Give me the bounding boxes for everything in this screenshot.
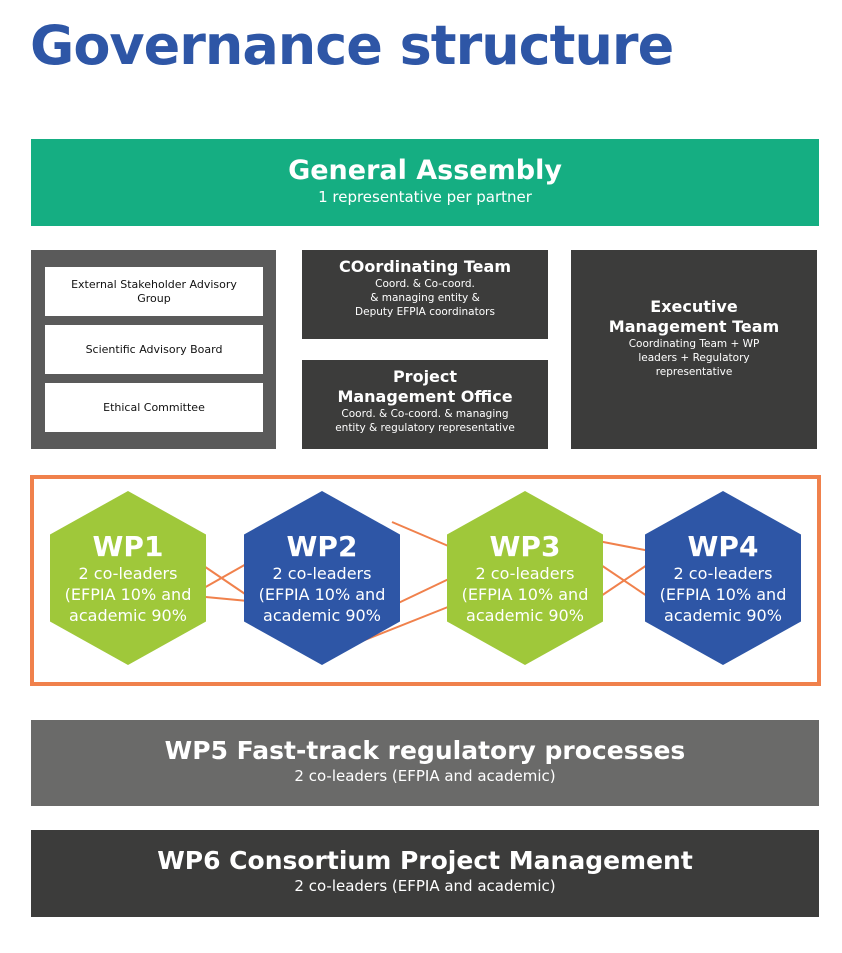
wp1-hexagon: WP1 2 co-leaders (EFPIA 10% and academic… [50, 491, 206, 665]
wp2-line: academic 90% [263, 605, 381, 625]
emt-line: Coordinating Team + WP [628, 338, 760, 350]
advisory-group-panel: External Stakeholder Advisory Group Scie… [31, 250, 276, 449]
project-management-office-box: Project Management Office Coord. & Co-co… [302, 360, 548, 449]
connector-line [597, 540, 651, 552]
coordinating-team-heading: COordinating Team [338, 257, 511, 276]
wp2-line: (EFPIA 10% and [258, 584, 386, 604]
wp1-hex-shape [50, 491, 206, 665]
general-assembly-subtitle: 1 representative per partner [318, 188, 532, 206]
coordinating-team-line: & managing entity & [370, 292, 480, 304]
pmo-heading: Management Office [337, 387, 513, 406]
wp6-heading: WP6 Consortium Project Management [157, 846, 693, 875]
wp4-line: academic 90% [664, 605, 782, 625]
connector-line [391, 576, 454, 607]
scientific-advisory-board: Scientific Advisory Board [45, 325, 263, 374]
wp3-name: WP3 [489, 529, 561, 563]
wp4-name: WP4 [687, 529, 759, 563]
wp1-line: 2 co-leaders [78, 563, 178, 583]
wp3-line: 2 co-leaders [475, 563, 575, 583]
page-title: Governance structure [30, 14, 674, 77]
pmo-line: entity & regulatory representative [335, 422, 515, 434]
wp1-line: (EFPIA 10% and [64, 584, 192, 604]
executive-management-team-box: Executive Management Team Coordinating T… [571, 250, 817, 449]
emt-line: leaders + Regulatory [638, 352, 750, 364]
wp3-hexagon: WP3 2 co-leaders (EFPIA 10% and academic… [447, 491, 603, 665]
wp1-line: academic 90% [69, 605, 187, 625]
wp4-line: 2 co-leaders [673, 563, 773, 583]
connector-line [597, 562, 651, 599]
work-packages-frame [30, 475, 821, 686]
wp1-name: WP1 [92, 529, 164, 563]
wp4-line: (EFPIA 10% and [659, 584, 787, 604]
wp2-hexagon: WP2 2 co-leaders (EFPIA 10% and academic… [244, 491, 400, 665]
connector-line [391, 521, 454, 549]
wp6-bar: WP6 Consortium Project Management 2 co-l… [31, 830, 819, 917]
coordinating-team-line: Deputy EFPIA coordinators [355, 306, 495, 318]
wp4-hex-shape [645, 491, 801, 665]
pmo-line: Coord. & Co-coord. & managing [341, 408, 509, 420]
pmo-heading: Project [392, 367, 458, 386]
wp5-heading: WP5 Fast-track regulatory processes [164, 736, 686, 765]
wp5-subtitle: 2 co-leaders (EFPIA and academic) [294, 767, 556, 785]
wp3-line: academic 90% [466, 605, 584, 625]
wp2-hex-shape [244, 491, 400, 665]
emt-heading: Management Team [608, 317, 780, 336]
general-assembly-heading: General Assembly [288, 155, 562, 186]
wp6-subtitle: 2 co-leaders (EFPIA and academic) [294, 877, 556, 895]
wp3-hex-shape [447, 491, 603, 665]
external-stakeholder-advisory-group: External Stakeholder Advisory Group [45, 267, 263, 316]
emt-heading: Executive [650, 297, 738, 316]
wp4-hexagon: WP4 2 co-leaders (EFPIA 10% and academic… [645, 491, 801, 665]
ethical-committee: Ethical Committee [45, 383, 263, 432]
emt-line: representative [655, 366, 733, 378]
wp3-line: (EFPIA 10% and [461, 584, 589, 604]
wp5-bar: WP5 Fast-track regulatory processes 2 co… [31, 720, 819, 806]
general-assembly-box: General Assembly 1 representative per pa… [31, 139, 819, 226]
wp2-name: WP2 [286, 529, 358, 563]
coordinating-team-line: Coord. & Co-coord. [375, 278, 475, 290]
coordinating-team-box: COordinating Team Coord. & Co-coord. & m… [302, 250, 548, 339]
wp2-line: 2 co-leaders [272, 563, 372, 583]
